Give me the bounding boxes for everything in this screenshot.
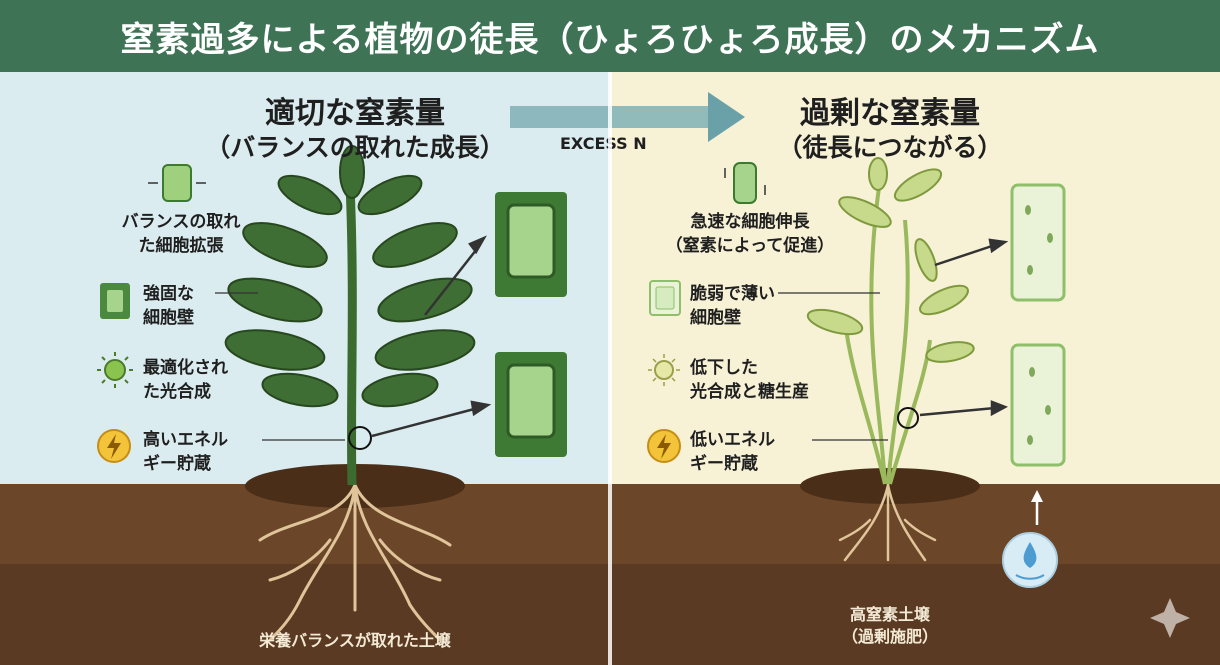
healthy-plant bbox=[224, 145, 476, 642]
excess-n-label: EXCESS N bbox=[560, 134, 647, 153]
right-label-reduced-photosynthesis: 低下した 光合成と糖生産 bbox=[690, 358, 809, 402]
left-label-photosynthesis: 最適化され た光合成 bbox=[143, 358, 228, 402]
right-heading: 過剰な窒素量 bbox=[800, 96, 980, 131]
elongating-cell-icon bbox=[724, 162, 766, 204]
right-soil-label: 高窒素土壌 （過剰施肥） bbox=[841, 605, 938, 646]
left-label-strong-wall: 強固な 細胞壁 bbox=[143, 284, 194, 328]
water-droplet-icon bbox=[1002, 490, 1058, 588]
panel-divider bbox=[608, 72, 612, 665]
right-label-weak-wall: 脆弱で薄い 細胞壁 bbox=[690, 284, 775, 328]
energy-icon bbox=[647, 429, 681, 463]
right-panel bbox=[610, 72, 1220, 484]
weak-cell-magnified-2 bbox=[1010, 343, 1066, 467]
left-soil-label: 栄養バランスが取れた土壌 bbox=[259, 631, 451, 650]
balanced-cell-icon bbox=[148, 164, 206, 202]
page-title: 窒素過多による植物の徒長（ひょろひょろ成長）のメカニズム bbox=[120, 19, 1100, 60]
left-heading: 適切な窒素量 bbox=[265, 96, 445, 131]
sparkle-icon bbox=[1150, 598, 1190, 638]
dim-sun-icon bbox=[648, 354, 680, 386]
healthy-cell-magnified-1 bbox=[495, 192, 567, 297]
right-label-rapid-elongation: 急速な細胞伸長 （窒素によって促進） bbox=[665, 212, 835, 256]
strong-cell-wall-icon bbox=[100, 283, 130, 319]
leggy-plant bbox=[806, 157, 975, 562]
sun-icon bbox=[97, 352, 133, 388]
left-label-energy: 高いエネル ギー貯蔵 bbox=[143, 430, 228, 474]
left-label-balanced-expansion: バランスの取れ た細胞拡張 bbox=[121, 212, 241, 256]
right-subheading: （徒長につながる） bbox=[777, 133, 1003, 162]
weak-cell-magnified-1 bbox=[1010, 183, 1066, 302]
right-soil-mound bbox=[800, 468, 980, 504]
weak-cell-wall-icon bbox=[649, 280, 681, 316]
energy-icon bbox=[97, 429, 131, 463]
left-subheading: （バランスの取れた成長） bbox=[205, 133, 505, 162]
healthy-cell-magnified-2 bbox=[495, 352, 567, 457]
right-label-energy: 低いエネル ギー貯蔵 bbox=[690, 430, 775, 474]
title-bar: 窒素過多による植物の徒長（ひょろひょろ成長）のメカニズム bbox=[0, 0, 1220, 72]
